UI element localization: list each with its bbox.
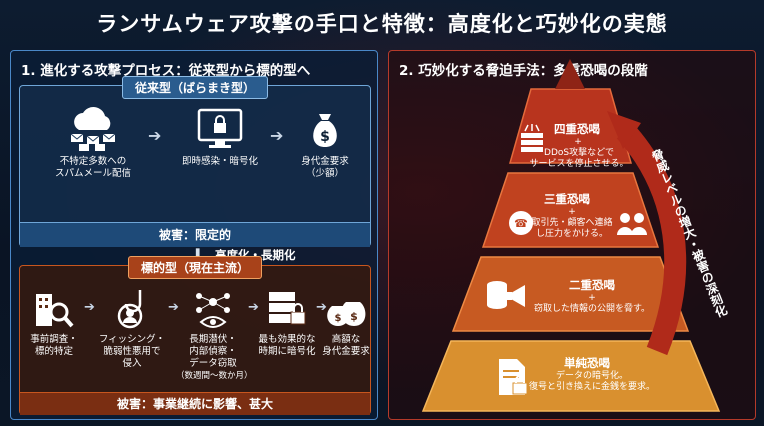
targeted-box: 標的型（現在主流） 事前調査・ 標的特定 ➔ フィッシング・ 脆弱性悪用で 侵入 (19, 256, 372, 415)
phone-chat-icon: ☎ (509, 211, 533, 235)
threat-arrow-head (607, 111, 641, 149)
money-bag-icon: $ (313, 114, 337, 147)
step-intrusion: フィッシング・ 脆弱性悪用で 侵入 (94, 288, 170, 370)
building-magnifier-icon (36, 294, 74, 328)
tier-quadruple: 四重恐喝 + DDoS攻撃などで サービスを停止させる。 (529, 122, 629, 169)
svg-text:☎: ☎ (514, 217, 528, 230)
tier-1-shape (421, 340, 721, 412)
arrow-right-icon: ➔ (84, 300, 95, 315)
step-spam-mail: 不特定多数への スパムメール配信 (38, 106, 148, 180)
cloud-mail-icon (70, 107, 116, 151)
targeted-damage: 被害：事業継続に影響、甚大 (20, 392, 370, 415)
page-title: ランサムウェア攻撃の手口と特徴：高度化と巧妙化の実態 (96, 12, 668, 36)
ddos-server-icon (521, 124, 543, 152)
traditional-tag: 従来型（ばらまき型） (121, 76, 269, 99)
attack-process-heading: 1. 進化する攻撃プロセス：従来型から標的型へ (21, 63, 311, 79)
network-eye-icon (196, 293, 230, 328)
tier-2-shape (451, 256, 690, 332)
database-megaphone-icon (487, 281, 525, 309)
step-lurking: 長期潜伏・ 内部偵察・ データ窃取 （数週間〜数か月） (176, 288, 253, 382)
arrow-right-icon: ➔ (248, 300, 259, 315)
extortion-heading: 2. 巧妙化する脅迫手法：多重恐喝の段階 (399, 63, 648, 79)
tier-triple: 三重恐喝 + 取引先・顧客へ連絡 し圧力をかける。 (531, 192, 613, 239)
traditional-box: 従来型（ばらまき型） 不特定多数への スパムメール配信 ➔ 即時感染・暗号化 ➔ (19, 76, 371, 247)
arrow-right-icon: ➔ (148, 126, 162, 145)
svg-text:$: $ (335, 313, 342, 324)
document-lock-icon (499, 359, 528, 395)
tier-double: 二重恐喝 + 窃取した情報の公開を脅す。 (533, 278, 651, 314)
attack-process-panel: 1. 進化する攻撃プロセス：従来型から標的型へ 従来型（ばらまき型） 不特定多数… (10, 50, 378, 420)
server-lock-icon (269, 292, 306, 325)
svg-text:$: $ (320, 129, 330, 145)
arrow-right-icon: ➔ (168, 300, 179, 315)
targeted-tag: 標的型（現在主流） (127, 256, 263, 279)
step-encryption: 最も効果的な 時期に暗号化 (254, 288, 320, 358)
extortion-panel: 2. 巧妙化する脅迫手法：多重恐喝の段階 四重恐喝 + DDoS攻撃などで サー… (388, 50, 756, 420)
step-ransom-small: $ 身代金要求 （少額） (285, 106, 365, 180)
phishing-hook-icon (117, 290, 143, 329)
people-icon (617, 213, 647, 235)
money-bags-icon: $ $ (327, 302, 366, 326)
arrow-right-icon: ➔ (316, 300, 327, 315)
step-reconnaissance: 事前調査・ 標的特定 (22, 288, 86, 358)
arrow-right-icon: ➔ (270, 126, 284, 145)
step-ransom-high: $ $ 高額な 身代金要求 (320, 288, 372, 358)
monitor-lock-icon (197, 108, 243, 148)
threat-arrow (616, 123, 687, 356)
tier-simple: 単純恐喝 データの暗号化。 復号と引き換えに金銭を要求。 (528, 356, 655, 392)
traditional-damage: 被害：限定的 (20, 222, 370, 247)
pyramid-tip (555, 59, 585, 89)
step-infection: 即時感染・暗号化 (170, 106, 270, 168)
svg-text:$: $ (350, 310, 358, 323)
